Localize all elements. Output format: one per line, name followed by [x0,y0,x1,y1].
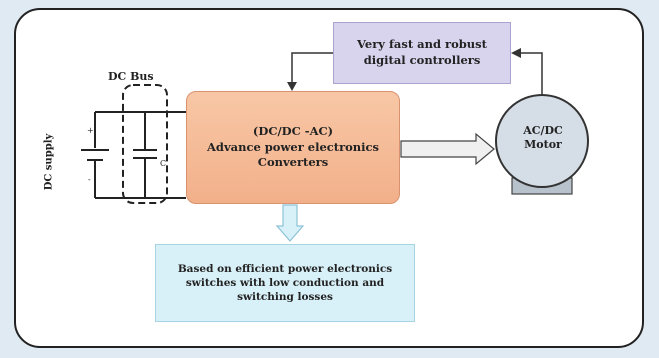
motor-circle [495,94,589,188]
motor-to-controller-line [519,52,543,104]
dc-bus-enclosure [122,84,168,204]
motor-to-controller-arrowhead [511,48,521,58]
battery-plus-sign: + [87,126,94,135]
controller-to-converter-line [291,52,333,84]
digital-controllers-box: Very fast and robust digital controllers [333,22,511,84]
capacitor-mark: C [160,159,166,168]
motor-label: AC/DC Motor [523,124,563,152]
converter-to-switches-arrow [275,204,305,242]
converter-to-motor-arrow [400,132,495,166]
battery-minus-sign: - [88,175,91,184]
power-converter-box: (DC/DC -AC) Advance power electronics Co… [186,91,400,204]
dc-supply-label: DC supply [43,133,55,191]
dc-bus-label: DC Bus [108,70,154,83]
efficient-switches-box: Based on efficient power electronics swi… [155,244,415,322]
controller-to-converter-arrowhead [287,82,297,91]
